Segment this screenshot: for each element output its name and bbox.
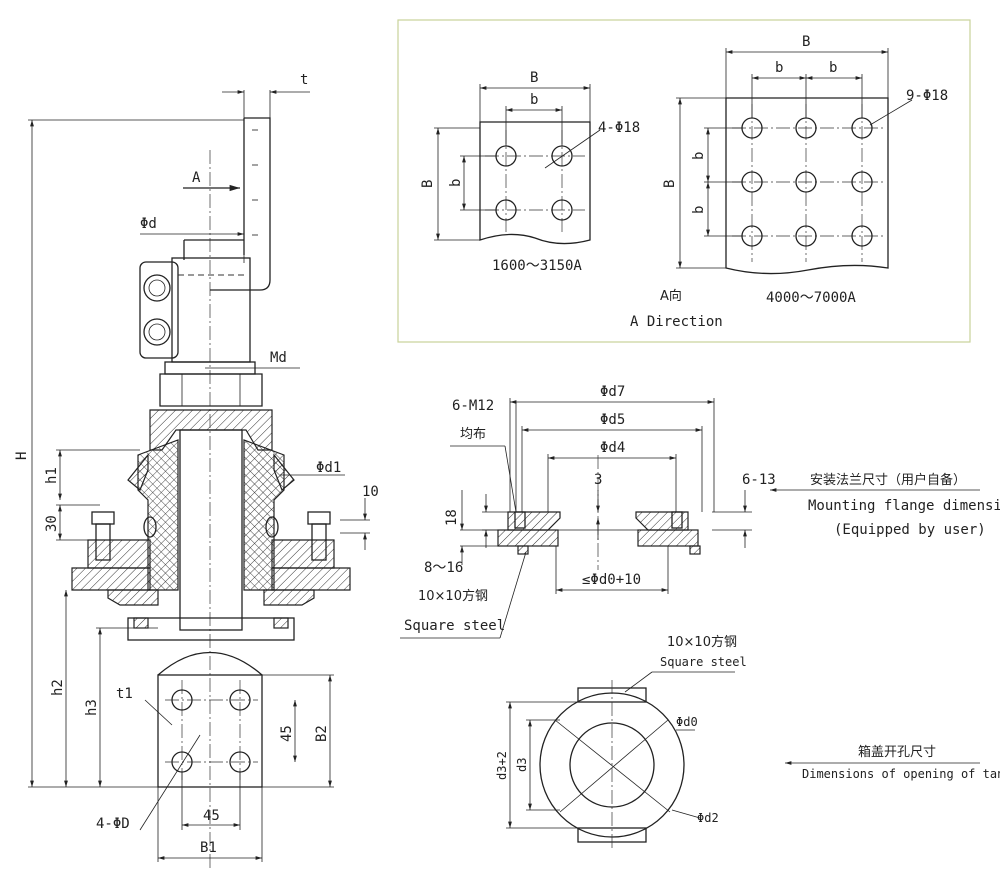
label-30: 30 [44,515,60,532]
label-d7: Φd7 [600,384,625,400]
label-h3: h3 [84,699,100,716]
label-flange-note-cn: 安装法兰尺寸（用户自备） [810,472,966,488]
label-t: t [300,72,308,88]
label-d3: d3 [515,758,529,772]
label-range-large: 4000～7000A [766,290,856,306]
label-even: 均布 [460,427,486,442]
label-3: 3 [594,472,602,488]
label-phi-d1: Φd1 [316,460,341,476]
label-45-horizontal: 45 [203,808,220,824]
label-a-arrow: A [192,170,201,186]
a-direction-box [397,19,971,343]
labels-left: t A Φd Md H h1 Φd1 10 30 h2 h3 t1 B2 45 … [14,72,379,856]
label-opening-steel-cn: 10×10方钢 [667,634,737,650]
label-small-b-side: b [448,179,464,187]
label-a-direction-cn: A向 [660,288,682,304]
label-a-direction-en: A Direction [630,314,723,330]
label-opening-d2: Φd2 [697,811,719,825]
label-large-B: B [802,34,810,50]
labels-flange: 6-M12 均布 Φd7 Φd5 Φd4 3 6-13 18 8～16 10×1… [404,384,1000,634]
mounting-flange-section [400,398,980,639]
label-d0-plus-10: ≤Φd0+10 [582,572,641,588]
label-9-phi-18: 9-Φ18 [906,88,948,104]
label-flange-note-en2: (Equipped by user) [834,522,986,538]
label-large-b2: b [829,60,837,76]
label-h1: h1 [44,467,60,484]
label-t1: t1 [116,686,133,702]
label-8-16: 8～16 [424,560,463,576]
label-4-phi-18: 4-Φ18 [598,120,640,136]
label-flange-note-en1: Mounting flange dimensions [808,498,1000,514]
label-small-B: B [530,70,538,86]
label-large-b-side2: b [691,206,707,214]
label-d4: Φd4 [600,440,625,456]
label-4-phi-D: 4-ΦD [96,816,130,832]
label-opening-steel-en: Square steel [660,655,747,669]
labels-opening: 10×10方钢 Square steel Φd0 Φd2 d3+2 d3 箱盖开… [495,634,1000,825]
label-large-b-side1: b [691,152,707,160]
label-opening-d0: Φd0 [676,715,698,729]
label-large-b1: b [775,60,783,76]
label-steel-en: Square steel [404,618,505,634]
label-10: 10 [362,484,379,500]
label-small-b: b [530,92,538,108]
label-d3-plus-2: d3+2 [495,751,509,780]
label-45-vertical: 45 [279,725,295,742]
label-6-13: 6-13 [742,472,776,488]
label-opening-note-en: Dimensions of opening of tank [802,767,1000,781]
label-range-small: 1600～3150A [492,258,582,274]
label-opening-note-cn: 箱盖开孔尺寸 [858,744,936,760]
label-d5: Φd5 [600,412,625,428]
tank-opening-view [506,671,980,850]
labels-a-direction: B b B b 4-Φ18 1600～3150A B b b B b b 9-Φ… [420,34,948,330]
bushing-elevation [28,90,370,870]
label-H: H [14,452,30,460]
label-h2: h2 [50,679,66,696]
label-steel-cn: 10×10方钢 [418,588,488,604]
label-large-B-side: B [662,180,678,188]
label-small-B-side: B [420,180,436,188]
label-6-m12: 6-M12 [452,398,494,414]
label-B2: B2 [314,725,330,742]
label-18: 18 [444,509,460,526]
label-phi-d: Φd [140,216,157,232]
label-B1: B1 [200,840,217,856]
label-md: Md [270,350,287,366]
